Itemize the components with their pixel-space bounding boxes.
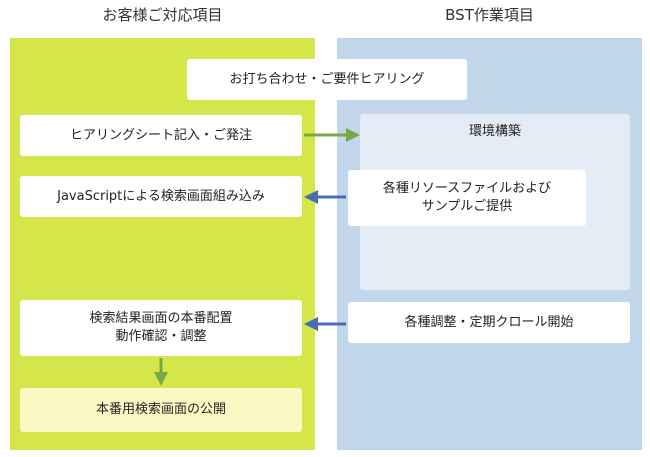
arrow-deploy-to-publish-icon <box>154 358 168 386</box>
environment-build-title: 環境構築 <box>468 124 521 139</box>
arrow-adjust-to-deploy-icon <box>304 317 346 331</box>
hearing-step-label: お打ち合わせ・ご要件ヒアリング <box>229 71 425 87</box>
resources-step-label-line1: 各種リソースファイルおよび <box>382 181 552 196</box>
bst-column-header: BST作業項目 <box>445 6 534 24</box>
js-embed-step-box: JavaScriptによる検索画面組み込み <box>20 176 302 217</box>
resources-step-box: 各種リソースファイルおよび サンプルご提供 <box>348 170 586 226</box>
deploy-step-label-line1: 検索結果画面の本番配置 <box>89 311 233 326</box>
publish-step-box: 本番用検索画面の公開 <box>20 388 302 432</box>
adjust-crawl-step-label: 各種調整・定期クロール開始 <box>404 314 574 330</box>
publish-step-label: 本番用検索画面の公開 <box>95 402 226 417</box>
resources-step-label-line2: サンプルご提供 <box>421 199 513 214</box>
hearing-sheet-step-label: ヒアリングシート記入・ご発注 <box>69 127 252 143</box>
arrow-resources-to-js-icon <box>304 190 346 204</box>
arrow-sheet-to-env-icon <box>304 128 360 142</box>
adjust-crawl-step-box: 各種調整・定期クロール開始 <box>348 302 630 343</box>
hearing-step-box: お打ち合わせ・ご要件ヒアリング <box>187 59 467 100</box>
customer-column-header: お客様ご対応項目 <box>102 6 223 24</box>
deploy-step-label-line2: 動作確認・調整 <box>115 329 207 344</box>
hearing-sheet-step-box: ヒアリングシート記入・ご発注 <box>20 115 302 156</box>
deploy-step-box: 検索結果画面の本番配置 動作確認・調整 <box>20 300 302 356</box>
js-embed-step-label: JavaScriptによる検索画面組み込み <box>57 188 265 204</box>
